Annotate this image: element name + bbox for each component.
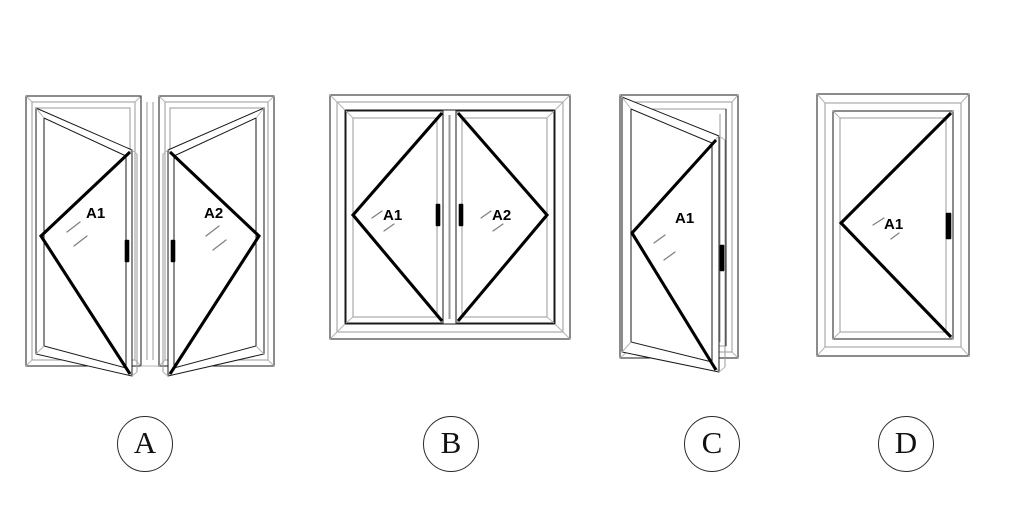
pane-label-a2: A2 xyxy=(492,207,511,224)
glass-ticks xyxy=(205,225,227,251)
pane-label-a1: A1 xyxy=(383,207,402,224)
figure-a[interactable]: A1 A2 xyxy=(8,88,280,378)
handle-a1[interactable] xyxy=(719,244,725,272)
pane-label-a2: A2 xyxy=(204,205,223,222)
key-letter-d: D xyxy=(894,425,918,460)
glass-ticks xyxy=(872,217,900,240)
pane-label-a1: A1 xyxy=(675,210,694,227)
glass-ticks xyxy=(371,210,395,232)
figure-d[interactable]: A1 xyxy=(812,90,974,362)
handle-a1[interactable] xyxy=(435,203,441,227)
key-circle-a xyxy=(117,416,173,472)
figure-key-row: A B C D xyxy=(0,404,1024,488)
handle-a1[interactable] xyxy=(945,212,952,240)
key-circle-b xyxy=(423,416,479,472)
figure-b[interactable]: A1 A2 xyxy=(328,93,572,343)
key-letter-a: A xyxy=(133,425,157,460)
key-label-b[interactable]: B xyxy=(423,416,483,476)
pane-label-a1: A1 xyxy=(884,216,903,233)
handle-a1[interactable] xyxy=(124,239,130,263)
handle-a2[interactable] xyxy=(458,203,464,227)
pane-label-a1: A1 xyxy=(86,205,105,222)
key-label-c[interactable]: C xyxy=(684,416,744,476)
glass-ticks xyxy=(66,221,88,247)
key-circle-d xyxy=(878,416,934,472)
glass-ticks xyxy=(480,210,504,232)
glass-ticks xyxy=(653,234,676,261)
key-letter-b: B xyxy=(440,425,462,460)
key-label-a[interactable]: A xyxy=(117,416,177,476)
key-circle-c xyxy=(684,416,740,472)
handle-a2[interactable] xyxy=(170,239,176,263)
key-label-d[interactable]: D xyxy=(878,416,938,476)
figure-c[interactable]: A1 xyxy=(610,90,755,380)
key-letter-c: C xyxy=(701,425,723,460)
